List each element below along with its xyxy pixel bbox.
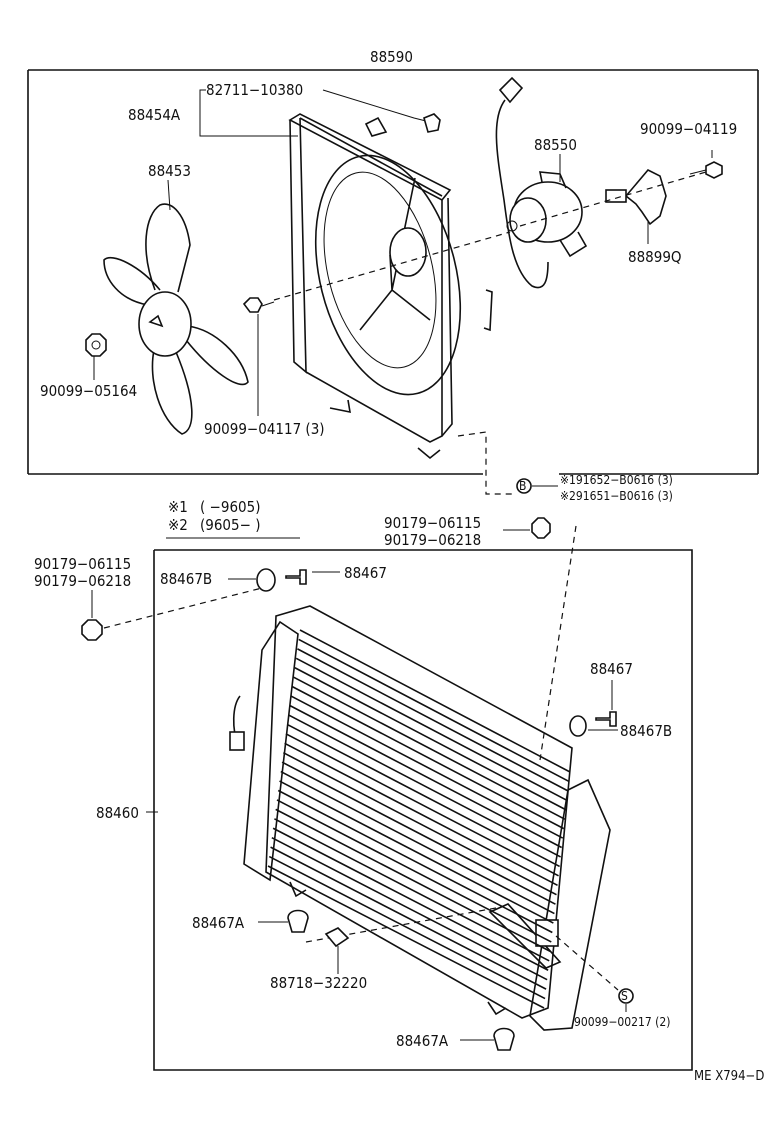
condenser-fin-line	[284, 742, 558, 886]
label-90179-06115-left: 90179−06115	[34, 555, 131, 573]
condenser-fin-line	[295, 657, 568, 802]
condenser-fin-line	[276, 799, 552, 943]
clip-88467a-1	[287, 909, 309, 933]
condenser-fin-line	[280, 770, 555, 915]
fan-assembly-frame	[27, 69, 759, 475]
condenser-fin-line	[271, 836, 548, 981]
condenser-fins	[267, 629, 571, 1009]
dash-shroud-to-b	[457, 431, 514, 495]
label-star1-part: ※191652−B0616 (3)	[560, 473, 673, 487]
condenser-fin-line	[270, 846, 547, 990]
screw-90099-04117	[242, 297, 275, 416]
nut-left	[81, 619, 103, 641]
label-88467-right: 88467	[590, 660, 633, 678]
label-90179-06218-left: 90179−06218	[34, 572, 131, 590]
label-88467b-right: 88467B	[620, 722, 672, 740]
condenser-fin-line	[298, 638, 570, 783]
label-88460: 88460	[96, 804, 139, 822]
condenser-fin-line	[297, 648, 569, 792]
dash-nut-left	[103, 587, 263, 629]
condenser-fin-line	[282, 752, 557, 896]
bolt-88467-right	[595, 711, 617, 727]
label-90179-06218-right: 90179−06218	[384, 531, 481, 549]
condenser-fin-line	[293, 676, 566, 820]
condenser-fin-line	[290, 695, 564, 839]
label-star2-part: ※291651−B0616 (3)	[560, 489, 673, 503]
marker-s-letter: S	[621, 989, 628, 1003]
condenser-assembly-frame	[153, 549, 693, 1071]
legend-1-text: ( −9605)	[200, 498, 260, 516]
legend: ※1 ( −9605) ※2 (9605− )	[166, 498, 300, 539]
marker-b: B	[516, 478, 532, 494]
label-90179-06115-right: 90179−06115	[384, 514, 481, 532]
legend-2-mark: ※2	[168, 516, 188, 534]
motor-wire	[495, 76, 549, 289]
condenser-fin-line	[274, 818, 550, 962]
bushing-88467b-top	[256, 568, 276, 592]
label-88467b-top: 88467B	[160, 570, 212, 588]
condenser-fin-line	[288, 714, 562, 858]
bushing-88467b-right	[569, 715, 587, 737]
condenser-fin-line	[277, 789, 553, 934]
label-90099-04117: 90099−04117 (3)	[204, 420, 325, 438]
label-88467a-2: 88467A	[396, 1032, 449, 1050]
label-88550: 88550	[534, 136, 577, 154]
condenser-fin-line	[299, 629, 571, 773]
condenser-fin-line	[286, 723, 560, 868]
fan-motor	[506, 171, 588, 258]
dash-bolt-s	[555, 935, 619, 991]
clip-88467a-2	[493, 1027, 515, 1051]
bolt-88467-top	[285, 569, 307, 585]
condenser-fin-line	[294, 667, 567, 811]
condenser-fin-line	[279, 780, 554, 924]
condenser-fin-line	[289, 704, 563, 849]
condenser-fin-line	[291, 685, 565, 830]
fan-blade	[103, 203, 249, 435]
label-90099-05164: 90099−05164	[40, 382, 137, 400]
label-88454a: 88454A	[128, 106, 181, 124]
label-88899q: 88899Q	[628, 248, 682, 266]
nut-right	[531, 517, 551, 539]
condenser-fin-line	[272, 827, 549, 971]
centerline-fan	[273, 231, 511, 301]
nut-90099-05164	[85, 333, 107, 380]
screw-90099-04119	[689, 150, 723, 179]
clip-82711	[423, 113, 441, 133]
label-88467a-1: 88467A	[192, 914, 245, 932]
condenser-fin-line	[281, 761, 556, 905]
legend-2-text: (9605− )	[200, 516, 260, 534]
fan-shroud	[288, 113, 493, 460]
condenser-core	[229, 605, 611, 1031]
condenser-fin-line	[285, 733, 559, 877]
label-88467-top: 88467	[344, 564, 387, 582]
condenser-fin-line	[268, 855, 546, 1000]
clip-88718-32220	[324, 927, 350, 948]
motor-bracket	[605, 169, 667, 226]
label-88453: 88453	[148, 162, 191, 180]
label-88590: 88590	[370, 48, 413, 66]
marker-s: S	[618, 988, 634, 1004]
label-90099-00217: 90099−00217 (2)	[574, 1015, 670, 1029]
illustration-code: ME X794−D	[694, 1069, 764, 1084]
marker-b-letter: B	[519, 479, 526, 493]
label-88718-32220: 88718−32220	[270, 974, 367, 992]
condenser-fin-line	[275, 808, 551, 953]
condenser-fin-line	[267, 865, 545, 1009]
legend-1-mark: ※1	[168, 498, 188, 516]
leader-88453	[167, 179, 171, 211]
label-82711-10380: 82711−10380	[206, 81, 303, 99]
label-90099-04119: 90099−04119	[640, 120, 737, 138]
